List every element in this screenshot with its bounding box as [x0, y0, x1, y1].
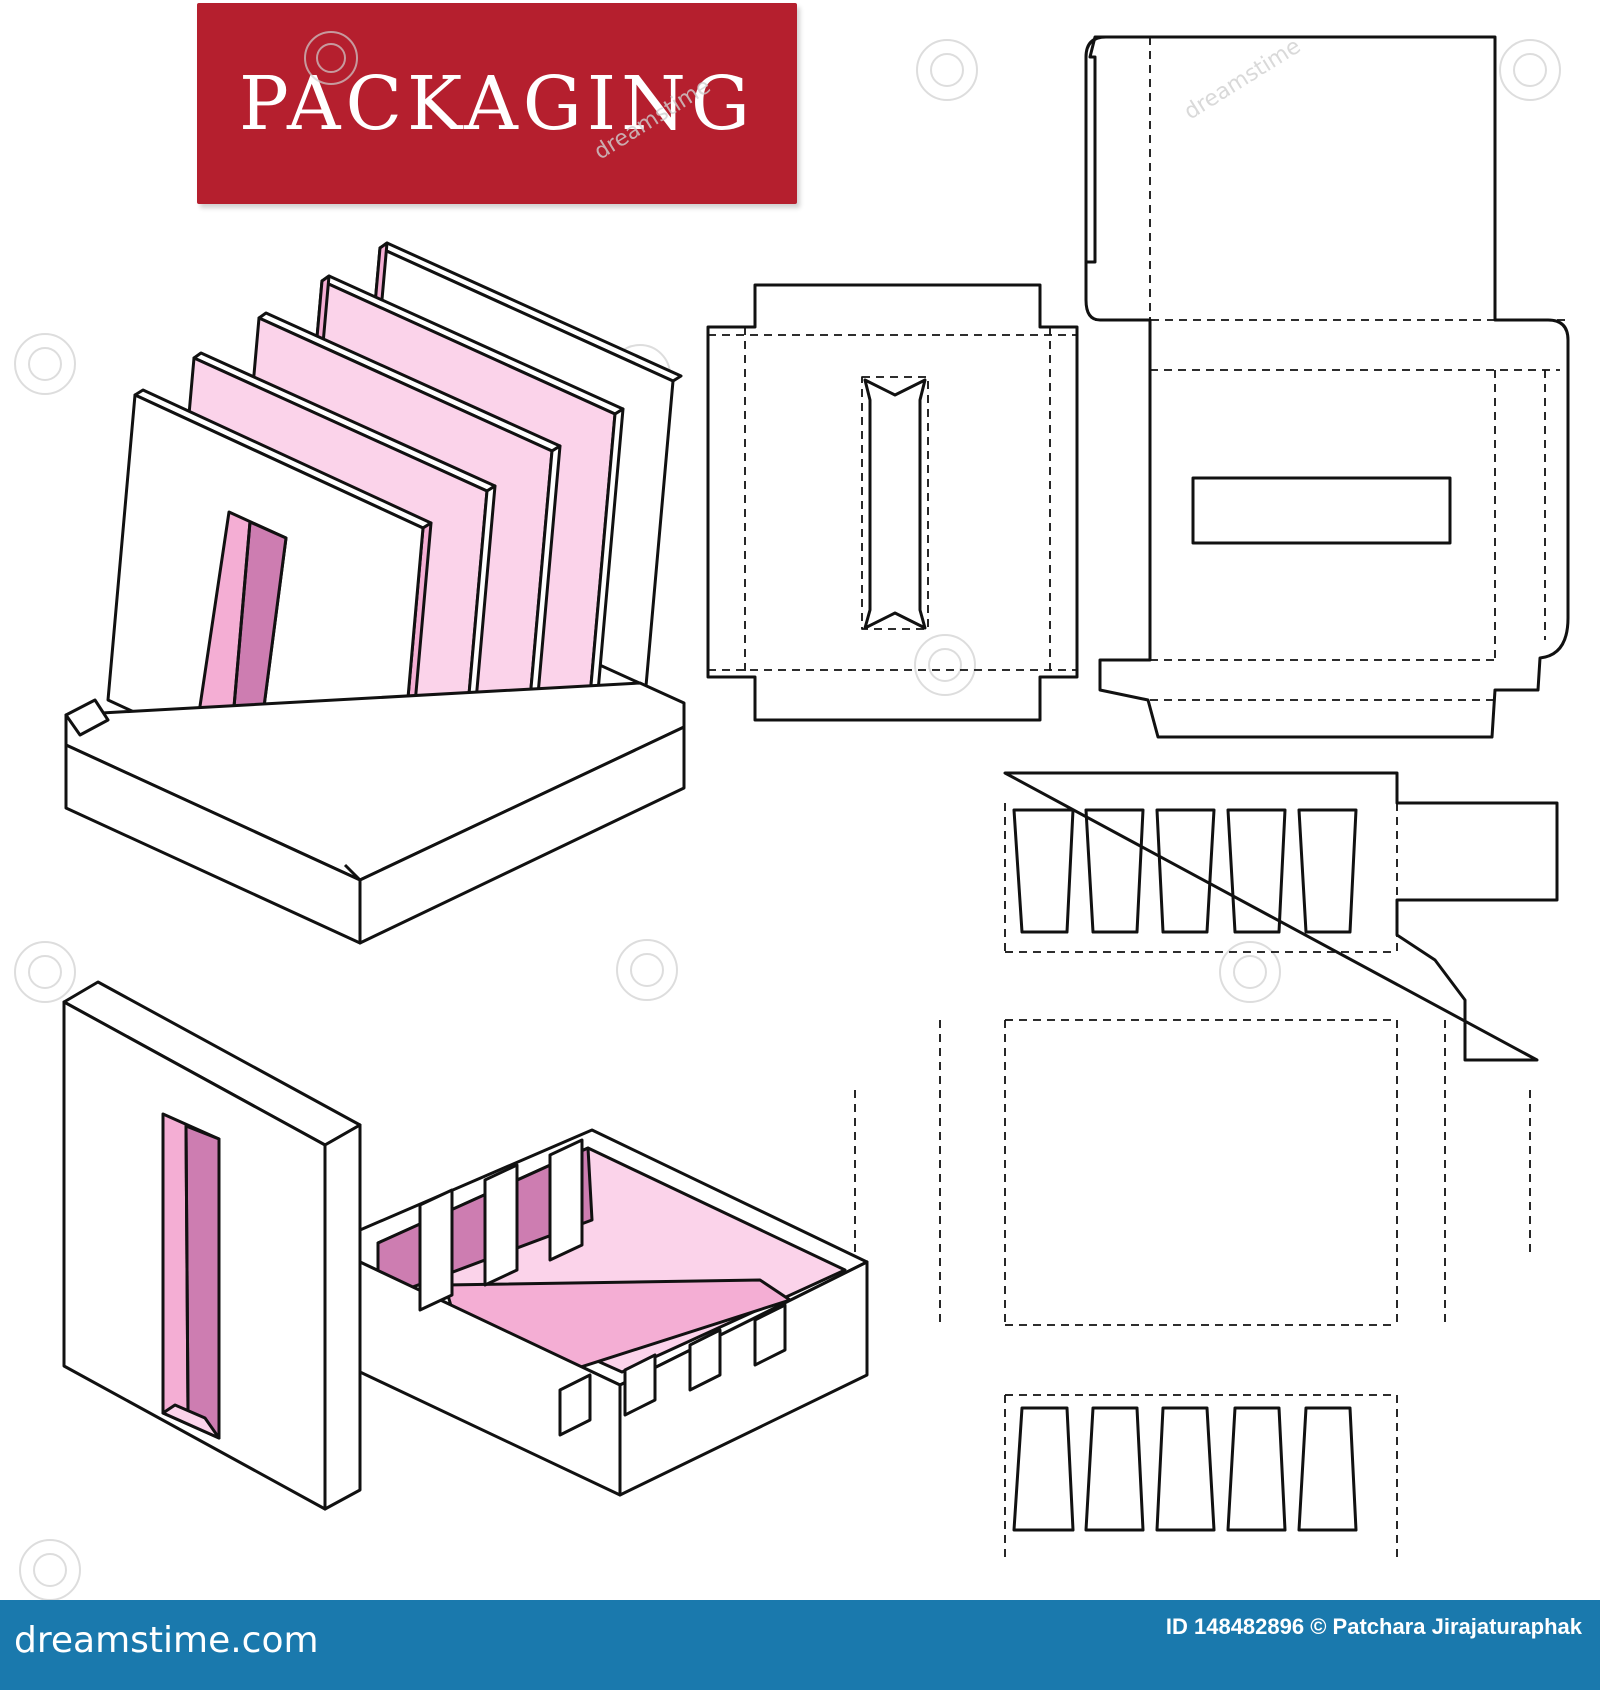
watermark-label: dreamstime: [590, 74, 715, 165]
dieline-tray: [854, 771, 1559, 1562]
tray-dieline-slots-top: [1012, 808, 1358, 934]
footer-credit: ID 148482896 © Patchara Jirajaturaphak: [1165, 1614, 1582, 1639]
footer-bar: dreamstime.com ID 148482896 © Patchara J…: [0, 1600, 1600, 1690]
tray-illustration: [358, 1128, 869, 1497]
footer-brand: dreamstime.com: [14, 1620, 319, 1661]
banner-title: PACKAGING: [239, 61, 755, 147]
watermark-swirls: [14, 31, 1561, 1600]
tray-dividers: [418, 1138, 787, 1437]
dieline-lid: [1084, 35, 1570, 739]
illustration-canvas: dreamstime dreamstime dreamstime: [14, 31, 1570, 1600]
tray-dieline-slots-bottom: [1012, 1406, 1358, 1532]
boxes-in-stand-illustration: [64, 241, 686, 945]
title-banner: PACKAGING: [197, 3, 797, 204]
stand-tray: [64, 681, 686, 945]
watermark-label: dreamstime: [1180, 34, 1305, 125]
box-lid-illustration: [62, 980, 362, 1511]
dieline-window-sleeve: [706, 283, 1079, 722]
